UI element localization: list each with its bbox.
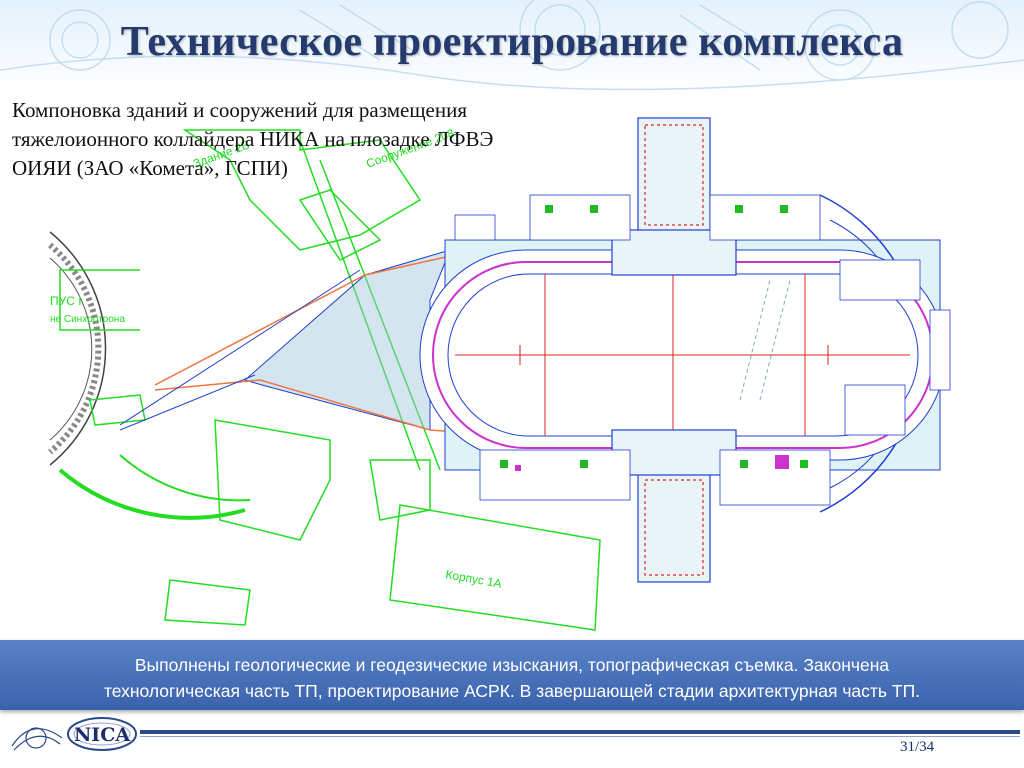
transfer-channel-hatch [243,249,451,431]
green-buildings [59,129,601,631]
subtitle-line: тяжелоионного коллайдера НИКА на плозадк… [12,127,494,151]
nica-logo-text: NICA [74,724,130,746]
crossing-halls [611,117,737,583]
synchrophasotron-ring [48,231,251,520]
subtitle-line: Компоновка зданий и сооружений для разме… [12,98,467,122]
page-title: Техническое проектирование комплекса [120,19,904,65]
footer-divider [140,730,1020,734]
aux-room-marks [500,205,808,471]
site-plan-drawing: Сооружение 208 Здание 2Б ПУС I не Синхро… [0,110,1024,635]
header-background [0,0,1024,92]
label-synchrophasotron: не Синхротрона [50,314,125,325]
subtitle-line: ОИЯИ (ЗАО «Комета», ГСПИ) [12,156,288,180]
nica-logo-svg: NICA [11,717,137,751]
label-building-1a: Корпус 1А [444,567,502,591]
label-pus: ПУС I [50,294,82,308]
page-number: 31/34 [900,739,935,755]
site-plan-svg: Сооружение 208 Здание 2Б ПУС I не Синхро… [48,117,951,631]
red-axes [455,255,910,455]
banner-text: Выполнены геологические и геодезические … [20,652,1004,704]
banner-line: технологическая часть ТП, проектирование… [103,681,921,701]
nica-logo: NICA [2,708,142,758]
aux-rooms [454,194,951,506]
header-decoration [0,0,1024,91]
subtitle: Компоновка зданий и сооружений для разме… [12,96,612,183]
summary-banner: Выполнены геологические и геодезические … [0,640,1024,710]
footer-divider-thin [140,736,1020,737]
banner-line: Выполнены геологические и геодезические … [134,655,890,675]
